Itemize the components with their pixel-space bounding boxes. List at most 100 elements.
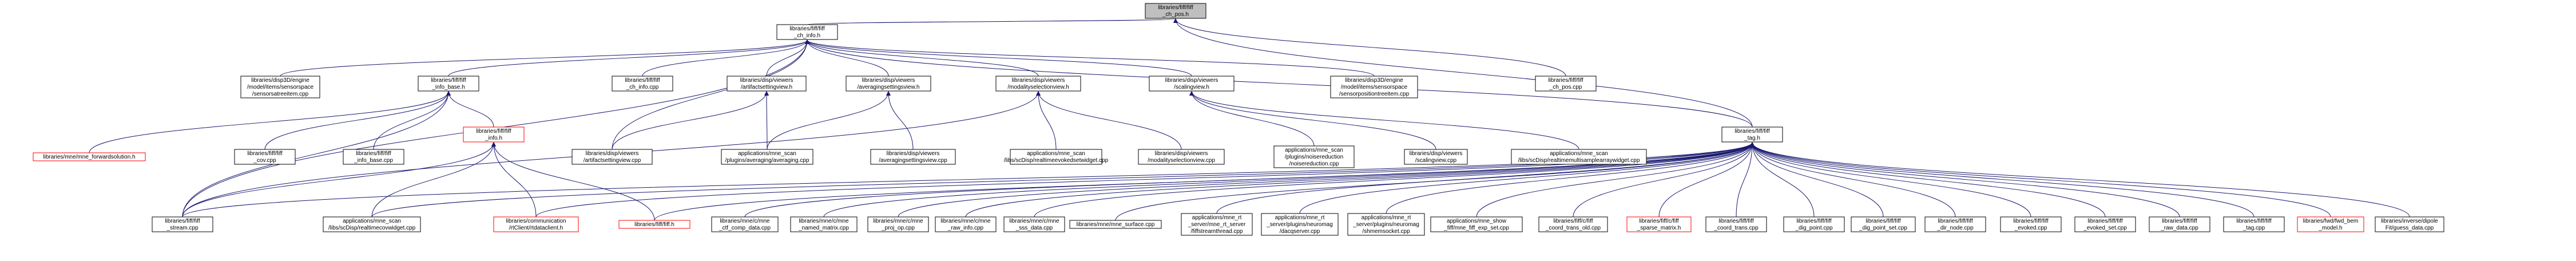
node-guess_data_cpp[interactable]: libraries/inverse/dipoleFit/guess_data.c… [2375, 216, 2444, 232]
node-raw_data_cpp[interactable]: libraries/fiff/fiff_raw_data.cpp [2149, 216, 2210, 232]
node-tag_h[interactable]: libraries/fiff/fiff_tag.h [1721, 126, 1783, 143]
node-box [234, 149, 296, 165]
node-label-line: /model/items/sensorspace [247, 84, 314, 90]
node-label-line: _dig_point_set.cpp [1859, 225, 1907, 231]
node-box [1924, 216, 1986, 232]
node-rtclient_h[interactable]: libraries/communication/rtClient/rtdatac… [493, 216, 579, 232]
node-box [1010, 149, 1102, 165]
node-evoked_cpp[interactable]: libraries/fiff/fiff_evoked.cpp [2000, 216, 2062, 232]
node-label-line: libraries/fiff/fiff [356, 151, 391, 157]
node-proj_op_cpp[interactable]: libraries/mne/c/mne_proj_op.cpp [867, 216, 929, 232]
node-sensorpos_cpp[interactable]: libraries/disp3D/engine/model/items/sens… [1330, 76, 1418, 98]
node-ctf_comp_cpp[interactable]: libraries/mne/c/mne_ctf_comp_data.cpp [711, 216, 779, 232]
node-artifactsetting_h[interactable]: libraries/disp/viewers/artifactsettingvi… [727, 76, 807, 92]
node-evoked_set_cpp[interactable]: libraries/fiff/fiff_evoked_set.cpp [2074, 216, 2136, 232]
node-label-line: libraries/disp/viewers [1410, 151, 1463, 157]
node-realtimeevoked_cpp[interactable]: applications/mne_scan/libs/scDisp/realti… [1004, 149, 1109, 165]
node-stream_cpp[interactable]: libraries/fiff/fiff_stream.cpp [152, 216, 213, 232]
node-show_fiff_cpp[interactable]: applications/mne_show_fiff/mne_fiff_exp_… [1430, 216, 1523, 232]
edge-tag_cpp-to-tag_h [1750, 142, 2255, 217]
node-info_h[interactable]: libraries/fiff/fiff_info.h [463, 126, 525, 143]
node-ch_info_cpp[interactable]: libraries/fiff/fiff_ch_info.cpp [612, 76, 673, 92]
node-label-line: _ch_pos.cpp [1549, 84, 1582, 90]
node-raw_info_cpp[interactable]: libraries/mne/c/mne_raw_info.cpp [935, 216, 997, 232]
node-label-line: _info.h [485, 135, 502, 141]
node-averaging_cpp[interactable]: libraries/disp/viewers/averagingsettings… [870, 149, 956, 165]
node-box [790, 216, 858, 232]
node-label-line: _named_matrix.cpp [798, 225, 849, 231]
node-box [1705, 216, 1767, 232]
node-label-line: _coord_trans_old.cpp [1545, 225, 1601, 231]
node-dir_node_cpp[interactable]: libraries/fiff/fiff_dir_node.cpp [1924, 216, 1986, 232]
node-label-line: _stream.cpp [166, 225, 198, 231]
edge-sensorsatree_h-to-ch_info_h [280, 39, 809, 77]
node-label-line: libraries/mne/mne_surface.cpp [1077, 222, 1155, 228]
node-label-line: /sensorsatreeitem.cpp [252, 91, 309, 97]
node-tag_cpp[interactable]: libraries/fiff/fiff_tag.cpp [2223, 216, 2285, 232]
node-label-line: libraries/fiff/fiff [1158, 5, 1193, 11]
node-label-line: _evoked.cpp [2014, 225, 2047, 231]
node-averaging_scan_cpp[interactable]: applications/mne_scan/plugins/averaging/… [721, 149, 813, 165]
node-label-line: libraries/inverse/dipole [2381, 218, 2438, 224]
edge-fiffstream_cpp-to-tag_h [1216, 142, 1755, 214]
node-box [776, 24, 838, 40]
node-named_matrix_cpp[interactable]: libraries/mne/c/mne_named_matrix.cpp [790, 216, 858, 232]
node-coord_trans_cpp[interactable]: libraries/fiff/fiff_coord_trans.cpp [1705, 216, 1767, 232]
node-coord_trans_old_cpp[interactable]: libraries/fiff/c/fiff_coord_trans_old.cp… [1538, 216, 1608, 232]
node-ch_pos_cpp[interactable]: libraries/fiff/fiff_ch_pos.cpp [1535, 76, 1597, 92]
node-fiffstream_cpp[interactable]: applications/mne_rt_server/mne_rt_server… [1181, 213, 1253, 236]
node-modalitysel_cpp[interactable]: libraries/disp/viewers/modalityselection… [1138, 149, 1225, 165]
node-label-line: libraries/fiff/fiff [247, 151, 283, 157]
node-sensorsatree_h[interactable]: libraries/disp3D/engine/model/items/sens… [240, 76, 320, 98]
node-label-line: applications/mne_scan [738, 151, 796, 157]
node-box [418, 76, 479, 92]
node-multisample_cpp[interactable]: applications/mne_scan/libs/scDisp/realti… [1511, 149, 1647, 165]
node-label-line: libraries/fiff/fiff [1865, 218, 1901, 224]
node-modalitysel_h[interactable]: libraries/disp/viewers/modalityselection… [995, 76, 1081, 92]
edge-realtimecov_cpp-to-info_h [371, 142, 496, 217]
node-artifactsetting_cpp[interactable]: libraries/disp/viewers/artifactsettingvi… [571, 149, 653, 165]
node-fiff_h[interactable]: libraries/fiff/fiff.h [618, 220, 690, 229]
node-label-line: applications/mne_scan [343, 218, 401, 224]
node-averaging_h[interactable]: libraries/disp/viewers/averagingsettings… [846, 76, 931, 92]
node-info_base_h[interactable]: libraries/fiff/fiff_info_base.h [418, 76, 479, 92]
node-info_base_cpp[interactable]: libraries/fiff/fiff_info_base.cpp [343, 149, 404, 165]
node-scaling_h[interactable]: libraries/disp/viewers/scalingview.h [1149, 76, 1235, 92]
node-label-line: libraries/fiff/fiff [625, 77, 660, 84]
node-dig_point_set_cpp[interactable]: libraries/fiff/fiff_dig_point_set.cpp [1851, 216, 1916, 232]
edge-raw_info_cpp-to-tag_h [965, 142, 1755, 217]
node-cov_cpp[interactable]: libraries/fiff/fiff_cov.cpp [234, 149, 296, 165]
node-box [1261, 213, 1339, 236]
edge-tag_h-to-ch_info_h [805, 39, 1753, 128]
node-label-line: /artifactsettingview.cpp [584, 157, 641, 164]
node-sparse_matrix_h[interactable]: libraries/fiff/c/fiff_sparse_matrix.h [1626, 216, 1692, 232]
node-label-line: libraries/disp/viewers [887, 151, 940, 157]
node-noisereduction_cpp[interactable]: applications/mne_scan/plugins/noisereduc… [1273, 145, 1355, 168]
edge-evoked_cpp-to-tag_h [1750, 142, 2031, 217]
edge-averaging_cpp-to-averaging_h [886, 91, 914, 150]
edge-rtclient_h-to-info_h [491, 142, 537, 217]
node-label-line: libraries/fiff/c/fiff [1639, 218, 1678, 224]
edge-show_fiff_cpp-to-tag_h [1476, 142, 1755, 217]
node-label-line: _info_base.cpp [354, 157, 393, 164]
node-dig_point_cpp[interactable]: libraries/fiff/fiff_dig_point.cpp [1783, 216, 1845, 232]
node-mne_surface_cpp[interactable]: libraries/mne/mne_surface.cpp [1069, 220, 1162, 229]
node-box [612, 76, 673, 92]
node-sss_data_cpp[interactable]: libraries/mne/c/mne_sss_data.cpp [1003, 216, 1065, 232]
node-dacqserver_cpp[interactable]: applications/mne_rt_server/plugins/neuro… [1261, 213, 1339, 236]
node-label-line: /fiffstreamthread.cpp [1191, 228, 1243, 235]
node-label-line: libraries/fiff/fiff [1938, 218, 1973, 224]
node-box [2223, 216, 2285, 232]
node-scaling_cpp[interactable]: libraries/disp/viewers/scalingview.cpp [1404, 149, 1468, 165]
node-label-line: applications/mne_rt [1192, 215, 1242, 221]
node-label-line: libraries/fiff/fiff [2162, 218, 2197, 224]
edge-hpifwd_h-to-tag_h [1750, 142, 2331, 217]
node-ch_info_h[interactable]: libraries/fiff/fiff_ch_info.h [776, 24, 838, 40]
edge-coord_trans_old_cpp-to-tag_h [1573, 142, 1755, 217]
node-realtimecov_cpp[interactable]: applications/mne_scan/libs/scDisp/realti… [323, 216, 421, 232]
node-shmemsocket_cpp[interactable]: applications/mne_rt_server/plugins/neuro… [1347, 213, 1425, 236]
node-forward_h[interactable]: libraries/mne/mne_forwardsolution.h [33, 152, 146, 161]
node-root[interactable]: libraries/fiff/fiff_ch_pos.h [1145, 3, 1206, 19]
node-label-line: libraries/disp/viewers [740, 77, 793, 84]
node-hpifwd_h[interactable]: libraries/fwd/fwd_bem_model.h [2297, 216, 2364, 232]
